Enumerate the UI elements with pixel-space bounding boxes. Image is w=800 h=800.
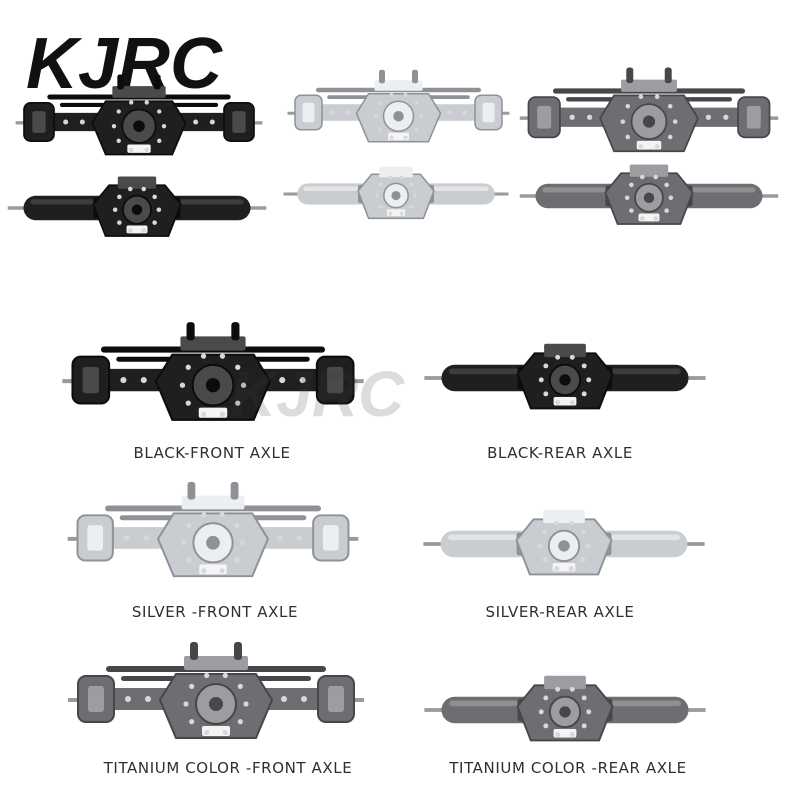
black-rear-axle-photo-top	[7, 176, 267, 237]
caption-black-rear-axle: BLACK-REAR AXLE	[487, 444, 633, 462]
titanium-rear-axle-photo-top	[519, 164, 779, 225]
kjrc-logo: KJRC	[26, 24, 223, 98]
silver-front-axle-photo-top	[287, 69, 510, 143]
titanium-front-axle-photo-top	[519, 67, 779, 153]
caption-silver-front-axle: SILVER -FRONT AXLE	[131, 603, 299, 621]
caption-black-front-axle: BLACK-FRONT AXLE	[133, 444, 291, 462]
silver-rear-axle-photo-top	[283, 166, 509, 220]
kjrc-logo-text: KJRC	[26, 24, 223, 98]
silver-rear-axle-photo	[423, 509, 705, 576]
titanium-front-axle-photo	[68, 642, 364, 739]
silver-front-axle-photo	[67, 481, 359, 578]
black-rear-axle-photo	[424, 343, 706, 410]
caption-silver-rear-axle: SILVER-REAR AXLE	[485, 603, 635, 621]
black-front-axle-photo-top	[15, 74, 263, 156]
caption-titanium-rear-axle: TITANIUM COLOR -REAR AXLE	[449, 759, 687, 777]
caption-titanium-front-axle: TITANIUM COLOR -FRONT AXLE	[103, 759, 353, 777]
titanium-rear-axle-photo	[424, 675, 706, 742]
black-front-axle-photo	[62, 322, 364, 421]
